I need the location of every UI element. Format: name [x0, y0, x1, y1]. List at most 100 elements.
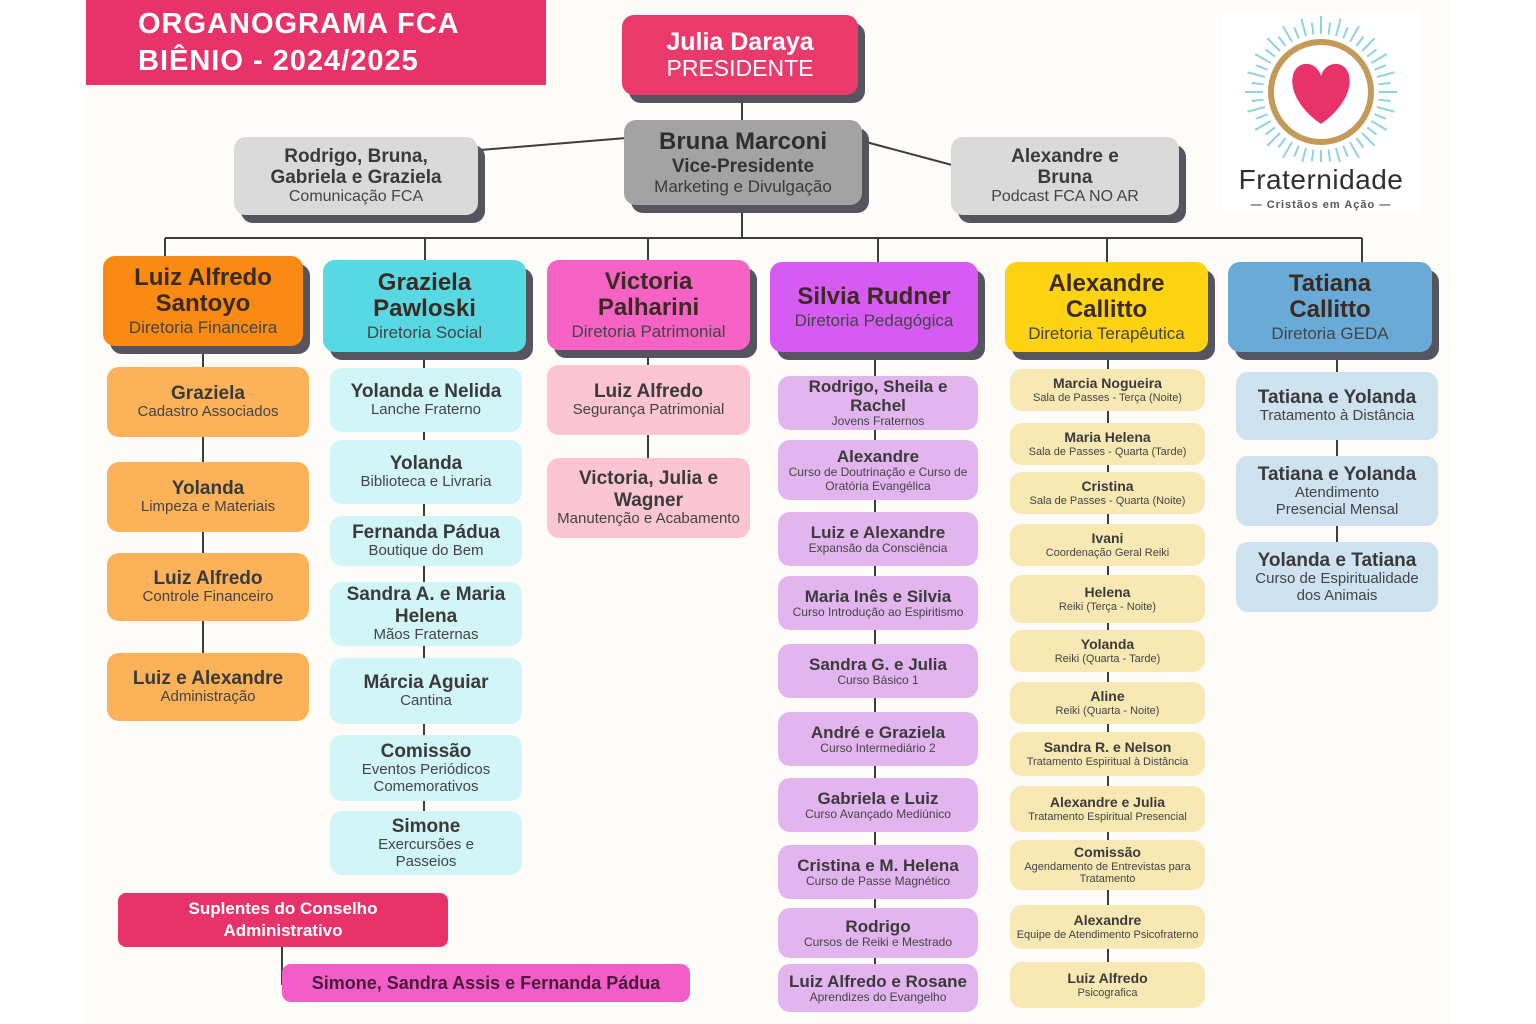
team-role: Curso Introdução ao Espiritismo	[792, 604, 964, 619]
team-name: Maria Inês e Silvia	[804, 586, 952, 606]
team-role: Atendimento Presencial Mensal	[1275, 483, 1399, 518]
team-role: Expansão da Consciência	[808, 540, 948, 555]
side-team-podcast: Alexandre e Bruna Podcast FCA NO AR	[951, 137, 1179, 215]
fraternidade-logo: Fraternidade — Cristãos em Ação —	[1222, 12, 1420, 212]
logo-tagline: — Cristãos em Ação —	[1250, 199, 1392, 211]
team-role: Curso de Passe Magnético	[805, 873, 951, 888]
team-role: Exercursões e Passeios	[378, 835, 474, 870]
ray	[1282, 25, 1293, 43]
ray	[1349, 25, 1360, 43]
team-name: Sandra R. e Nelson	[1043, 739, 1172, 755]
team-name: Maria Helena	[1064, 429, 1151, 445]
ray	[1266, 132, 1281, 147]
ray	[1254, 53, 1272, 64]
ray	[1378, 98, 1391, 103]
team-role: Curso de Doutrinação e Curso de Oratória…	[788, 465, 968, 493]
team-name: Luiz Alfredo	[1067, 970, 1148, 986]
side-team-name: Rodrigo, Bruna, Gabriela e Graziela	[270, 145, 442, 189]
directorate-name: Alexandre Callitto	[1048, 269, 1165, 324]
team-name: Yolanda	[389, 452, 463, 474]
team-role: Curso Básico 1	[837, 672, 919, 687]
title-line-2: BIÊNIO - 2024/2025	[138, 44, 419, 77]
ray	[1374, 64, 1387, 71]
side-team-name: Alexandre e Bruna	[1011, 145, 1119, 189]
ray	[1376, 71, 1395, 78]
directorate-name: Victoria Palharini	[597, 267, 700, 322]
team-role: Segurança Patrimonial	[572, 401, 725, 419]
team-role: Reiki (Terça - Noite)	[1058, 600, 1157, 613]
team-role: Curso de Espiritualidade dos Animais	[1255, 569, 1419, 604]
president-name: Julia Daraya	[666, 28, 814, 57]
ray	[1374, 113, 1387, 120]
team-role: Curso Intermediário 2	[820, 740, 936, 755]
directorate-name: Luiz Alfredo Santoyo	[134, 263, 272, 318]
directorate-name: Graziela Pawloski	[373, 268, 476, 323]
team-role: Reiki (Quarta - Tarde)	[1054, 652, 1161, 665]
team-role: Equipe de Atendimento Psicofraterno	[1016, 928, 1199, 941]
ray	[1255, 64, 1268, 71]
team-name: Luiz Alfredo	[153, 567, 263, 589]
team-name: Rodrigo	[845, 916, 911, 936]
ray	[1366, 48, 1378, 58]
ray	[1293, 26, 1300, 39]
ray	[1370, 53, 1388, 64]
page-title: ORGANOGRAMA FCA BIÊNIO - 2024/2025	[86, 0, 546, 85]
ray	[1264, 126, 1276, 136]
ray	[1355, 137, 1365, 149]
ray	[1310, 149, 1315, 162]
ray	[1300, 147, 1307, 166]
ray	[1361, 132, 1376, 147]
team-name: Comissão	[1074, 843, 1141, 860]
vice-president-box: Bruna Marconi Vice-Presidente Marketing …	[624, 120, 862, 205]
team-name: Márcia Aguiar	[363, 671, 489, 693]
team-role: Boutique do Bem	[368, 542, 484, 560]
team-role: Administração	[160, 688, 256, 706]
logo-name: Fraternidade	[1238, 164, 1404, 195]
title-line-1: ORGANOGRAMA FCA	[138, 8, 460, 41]
team-name: Helena	[1084, 584, 1131, 600]
team-name: Ivani	[1091, 530, 1124, 546]
directorate-role: Diretoria Terapêutica	[1028, 324, 1185, 344]
directorate-name: Tatiana Callitto	[1288, 269, 1372, 324]
team-role: Limpeza e Materiais	[140, 498, 276, 516]
directorate-role: Diretoria GEDA	[1271, 324, 1389, 344]
ray	[1335, 147, 1342, 166]
team-name: Tatiana e Yolanda	[1257, 386, 1417, 408]
team-name: Gabriela e Luiz	[817, 788, 939, 808]
team-role: Mãos Fraternas	[373, 625, 479, 643]
team-role: Reiki (Quarta - Noite)	[1055, 704, 1160, 717]
team-name: Sandra A. e Maria Helena	[346, 584, 506, 627]
president-box: Julia Daraya PRESIDENTE	[622, 15, 858, 95]
suplentes-title-box: Suplentes do Conselho Administrativo	[118, 893, 448, 947]
team-name: Cristina	[1081, 478, 1134, 494]
ray	[1251, 81, 1264, 86]
team-name: Simone	[391, 815, 461, 837]
ray	[1327, 22, 1332, 35]
ray	[1277, 35, 1287, 47]
ray	[1264, 48, 1276, 58]
ray	[1282, 141, 1293, 159]
team-name: Alexandre	[836, 447, 920, 467]
team-name: Rodrigo, Sheila e Rachel	[808, 377, 948, 416]
